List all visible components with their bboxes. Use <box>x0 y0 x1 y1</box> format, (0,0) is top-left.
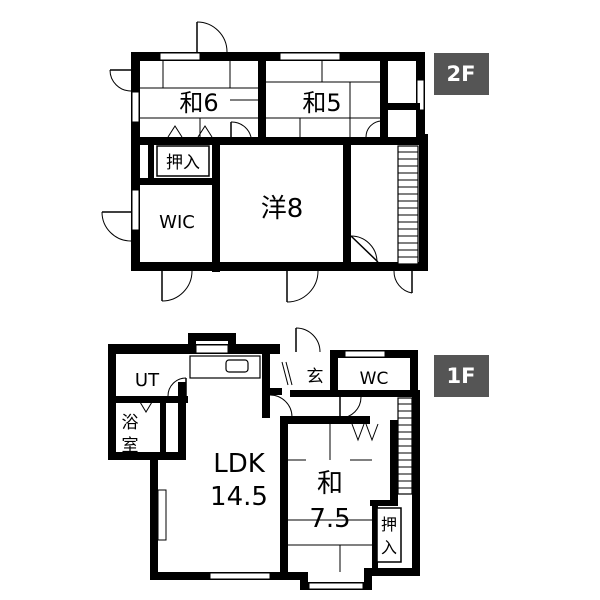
stairs-2f <box>397 145 419 265</box>
floor-badge-1f-label: 1F <box>447 364 476 388</box>
door-2f-wic <box>101 211 132 242</box>
room-label-ut: UT <box>135 370 160 391</box>
room-label-washitsu6: 和6 <box>179 89 218 117</box>
door-2f-washitsu5 <box>365 120 383 138</box>
floor-1f: 1F <box>108 327 489 590</box>
door-2f-left-upper <box>109 69 132 92</box>
room-label-washitsu5: 和5 <box>302 89 341 117</box>
door-1f-hall <box>269 394 293 418</box>
room-size-washitsu75: 7.5 <box>309 504 350 534</box>
tatami-lines-washitsu75 <box>288 424 372 572</box>
room-label-wic: WIC <box>159 212 195 233</box>
kitchen-counter <box>189 355 261 379</box>
floor-badge-2f-label: 2F <box>447 62 476 86</box>
room-label-oshiire-1f-2: 入 <box>381 538 397 557</box>
genkan-step <box>281 361 293 386</box>
room-label-yokushitsu-1: 浴 <box>122 413 139 433</box>
door-1f-genkan <box>295 327 321 353</box>
room-label-wc: WC <box>360 369 389 389</box>
door-2f-yoshitsu <box>350 235 379 263</box>
room-label-washitsu75: 和 <box>317 469 343 499</box>
stairs-1f <box>397 397 413 495</box>
door-2f-top <box>196 21 228 53</box>
door-2f-washitsu6 <box>230 121 252 138</box>
floor-2f: 2F <box>101 21 489 303</box>
floor-badge-2f: 2F <box>434 53 489 95</box>
room-label-yokushitsu-2: 室 <box>122 436 139 456</box>
door-2f-bottom-right <box>393 270 413 294</box>
door-1f-ut <box>167 377 187 397</box>
room-label-yoshitsu8: 洋8 <box>261 194 304 224</box>
room-label-oshiire-2f: 押入 <box>166 153 200 173</box>
tatami-lines-washitsu5 <box>266 61 380 137</box>
room-label-genkan: 玄 <box>307 367 324 387</box>
floor-badge-1f: 1F <box>434 355 489 397</box>
door-2f-bottom-left <box>161 270 193 302</box>
door-1f-wc <box>339 396 362 419</box>
room-label-oshiire-1f-1: 押 <box>381 515 397 534</box>
tatami-lines-washitsu6 <box>140 61 258 137</box>
room-size-ldk: 14.5 <box>210 482 268 512</box>
room-label-ldk: LDK <box>213 449 266 479</box>
door-2f-bottom-mid <box>286 270 319 303</box>
